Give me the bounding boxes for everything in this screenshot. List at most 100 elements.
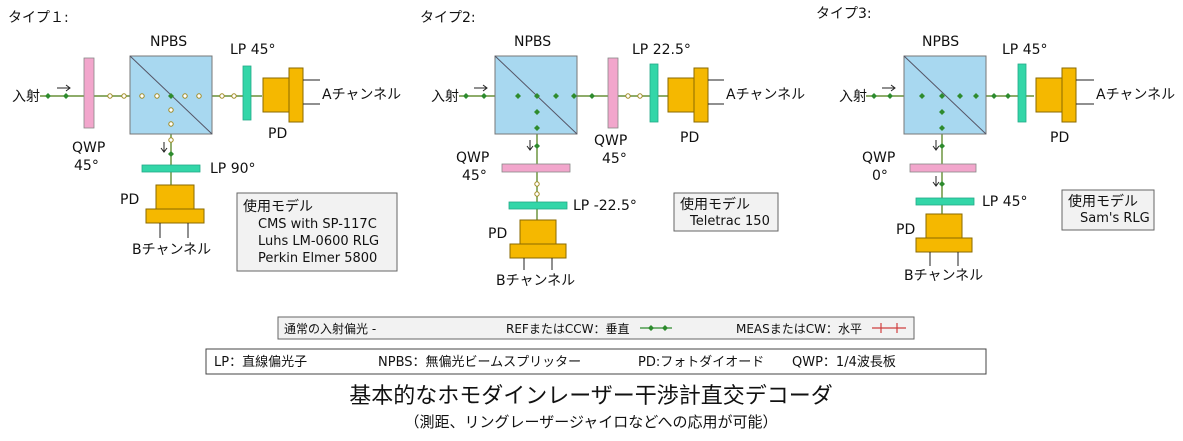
type2-qwp-a-name: QWP xyxy=(594,133,627,149)
type3-lp-b-plate xyxy=(915,197,975,206)
type3-lp-a-label: LP 45° xyxy=(1002,42,1048,58)
type2-model-1: Teletrac 150 xyxy=(689,214,770,229)
type2-lp-b-plate xyxy=(508,201,568,210)
legend-box xyxy=(277,316,915,340)
type3-model-1: Sam's RLG xyxy=(1080,211,1150,226)
ref-marker-39 xyxy=(1005,93,1011,99)
abbreviations: LP：直線偏光子 NPBS：無偏光ビームスプリッター PD:フォトダイオード Q… xyxy=(205,348,987,375)
type2-pd-b-head xyxy=(509,243,567,259)
legend-meas-marker xyxy=(880,323,898,333)
type1-qwp-angle: 45° xyxy=(74,158,99,174)
type1-pd-b-body xyxy=(155,184,195,210)
type1-qwp-plate xyxy=(83,57,95,129)
circular-marker-6 xyxy=(182,93,188,99)
type3-qwp-angle: 0° xyxy=(872,168,888,184)
type3-diagram: タイプ3: NPBS 入射 LP 45° Aチャンネル PD QWP 0° LP… xyxy=(816,6,1175,284)
circular-marker-25 xyxy=(637,93,643,99)
ref-marker-38 xyxy=(991,93,997,99)
direction-arrow-46 xyxy=(932,140,940,151)
circular-marker-2 xyxy=(107,93,113,99)
ref-marker-18 xyxy=(481,93,487,99)
type1-model-1: CMS with SP-117C xyxy=(258,217,377,232)
ref-marker-40 xyxy=(939,93,945,99)
abbrev-npbs: NPBS：無偏光ビームスプリッター xyxy=(378,355,581,370)
ref-marker-20 xyxy=(553,93,559,99)
type1-model-2: Luhs LM-0600 RLG xyxy=(258,234,379,249)
type3-npbs-label: NPBS xyxy=(922,34,959,50)
type1-model-box xyxy=(236,192,398,272)
type3-ch-b-label: Bチャンネル xyxy=(904,268,983,284)
type3-npbs-diagonal xyxy=(903,55,987,135)
type3-label: タイプ3: xyxy=(816,6,872,22)
type2-diagram: タイプ2: NPBS 入射 QWP 45° LP 22.5° Aチャンネル PD… xyxy=(420,10,805,289)
ref-marker-19 xyxy=(515,93,521,99)
ref-marker-14 xyxy=(168,151,174,157)
type3-pd-b-label: PD xyxy=(896,222,915,238)
ref-marker-10 xyxy=(168,93,174,99)
type2-qwp-b-name: QWP xyxy=(456,150,489,166)
type2-pd-a-label: PD xyxy=(680,130,699,146)
ref-marker-21 xyxy=(571,93,577,99)
abbrev-qwp: QWP：1/4波長板 xyxy=(792,355,896,370)
type2-model-title: 使用モデル xyxy=(680,196,750,213)
ref-marker-44 xyxy=(939,181,945,187)
type1-lp-b-plate xyxy=(141,164,201,173)
ref-marker-37 xyxy=(973,93,979,99)
ref-marker-0 xyxy=(45,93,51,99)
ref-marker-43 xyxy=(939,143,945,149)
type2-input-label: 入射 xyxy=(431,89,459,105)
ref-marker-28 xyxy=(534,143,540,149)
type3-input-label: 入射 xyxy=(839,89,867,105)
type2-pd-b-body xyxy=(519,219,557,245)
ref-marker-26 xyxy=(534,109,540,115)
type1-pd-b-head xyxy=(145,208,205,224)
ref-marker-23 xyxy=(534,93,540,99)
direction-arrow-31 xyxy=(474,84,488,92)
ref-marker-41 xyxy=(939,109,945,115)
type2-lp-b-label: LP -22.5° xyxy=(573,198,637,214)
polarization-markers xyxy=(45,84,1011,197)
type1-model-3: Perkin Elmer 5800 xyxy=(258,251,377,266)
page-subtitle: （測距、リングレーザージャイロなどへの応用が可能） xyxy=(405,413,778,431)
type2-pd-a-head xyxy=(693,67,709,123)
ref-marker-36 xyxy=(957,93,963,99)
circular-marker-7 xyxy=(196,93,202,99)
type2-label: タイプ2: xyxy=(420,10,476,26)
type1-diagram: タイプ１: NPBS 入射 QWP 45° LP 45° Aチャンネル PD L… xyxy=(8,10,401,272)
direction-arrow-45 xyxy=(882,84,896,92)
type1-lp-a-label: LP 45° xyxy=(230,42,276,58)
type2-qwp-b-angle: 45° xyxy=(462,168,487,184)
type2-qwp-a-plate xyxy=(607,57,619,129)
ref-marker-1 xyxy=(63,93,69,99)
abbrev-pd: PD:フォトダイオード xyxy=(638,355,764,370)
legend-ref-marker xyxy=(648,325,668,331)
ref-marker-34 xyxy=(887,93,893,99)
type2-lp-a-plate xyxy=(649,63,659,123)
type3-ch-a-label: Aチャンネル xyxy=(1096,87,1175,103)
type2-lp-a-label: LP 22.5° xyxy=(632,42,691,58)
type3-qwp-plate xyxy=(909,163,977,173)
type1-pd-a-body xyxy=(262,77,290,113)
type1-ch-a-label: Aチャンネル xyxy=(322,87,401,103)
circular-marker-12 xyxy=(168,121,174,127)
ref-marker-27 xyxy=(534,125,540,131)
circular-marker-24 xyxy=(625,93,631,99)
circular-marker-13 xyxy=(168,137,174,143)
legend: 通常の入射偏光 - REFまたはCCW：垂直 MEASまたはCW：水平 xyxy=(277,316,915,340)
type2-qwp-a-angle: 45° xyxy=(602,151,627,167)
type1-input-label: 入射 xyxy=(12,89,40,105)
type1-model-title: 使用モデル xyxy=(243,198,313,215)
type2-qwp-b-plate xyxy=(501,163,571,173)
type3-model-box xyxy=(1061,189,1155,231)
direction-arrow-16 xyxy=(160,142,168,153)
type3-lp-a-plate xyxy=(1017,63,1027,123)
type1-qwp-name: QWP xyxy=(72,140,105,156)
abbrev-box xyxy=(205,348,987,375)
type2-ch-a-label: Aチャンネル xyxy=(726,87,805,103)
ref-marker-33 xyxy=(871,93,877,99)
type1-label: タイプ１: xyxy=(8,10,69,26)
type3-pd-b-head xyxy=(915,237,973,253)
type1-pd-a-head xyxy=(288,67,304,123)
legend-normal-label: 通常の入射偏光 - xyxy=(284,321,376,336)
type1-pd-b-label: PD xyxy=(120,192,139,208)
